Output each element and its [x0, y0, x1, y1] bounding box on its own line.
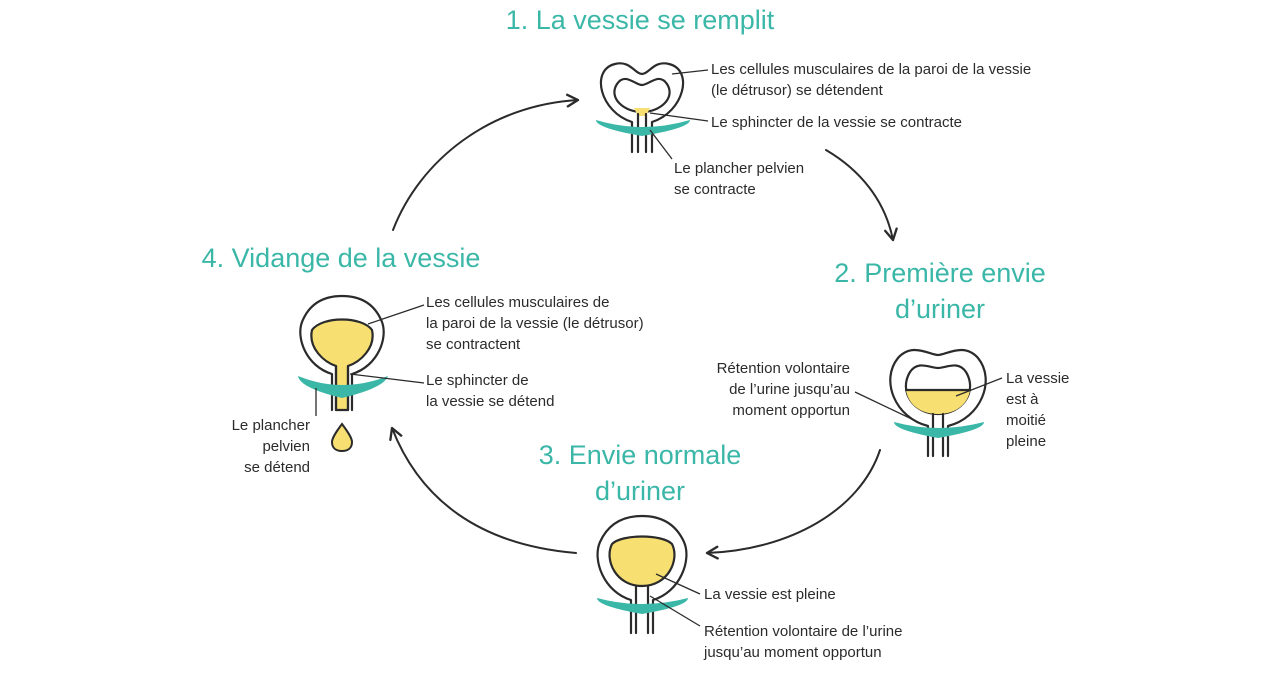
stage-4-sphincter-label: Le sphincter de la vessie se détend — [426, 370, 626, 412]
stage-2-half-full-line-4: pleine — [1006, 433, 1047, 450]
stage-3-title-line-1: 3. Envie normale — [538, 440, 742, 470]
stage-2-retention-line-2: de l’urine jusqu’au — [729, 381, 850, 398]
stage-4-title: 4. Vidange de la vessie — [201, 243, 481, 273]
stage-2-title-line-2: d’uriner — [894, 294, 986, 324]
stage-4-pelvic-floor-label: Le plancher pelvien se détend — [190, 415, 310, 478]
stage-3-retention-label: Rétention volontaire de l’urine jusqu’au… — [704, 621, 1004, 663]
stage-1-sphincter-label: Le sphincter de la vessie se contracte — [711, 114, 962, 131]
stage-4-detrusor-line-3: se contractent — [426, 336, 521, 353]
cycle-arrow-icon — [705, 449, 881, 560]
stage-1-pelvic-floor-label: Le plancher pelvien se contracte — [674, 158, 874, 200]
stage-4-sphincter-line-2: la vessie se détend — [426, 393, 555, 410]
stage-2-half-full-line-2: est à — [1006, 391, 1039, 408]
stage-3-retention-line-2: jusqu’au moment opportun — [704, 644, 882, 661]
stage-1-detrusor-line-1: Les cellules musculaires de la paroi de … — [711, 61, 1032, 78]
bladder-half-icon — [889, 348, 987, 458]
stage-1-pelvic-floor-line-1: Le plancher pelvien — [674, 160, 805, 177]
cycle-arrow-icon — [825, 149, 898, 242]
stage-2-title: 2. Première envie d’uriner — [800, 255, 1080, 327]
bladder-emptying-icon — [298, 294, 388, 412]
stage-2-retention-label: Rétention volontaire de l’urine jusqu’au… — [660, 358, 850, 421]
stage-1-detrusor-line-2: (le détrusor) se détendent — [711, 82, 883, 99]
stage-3-title: 3. Envie normale d’uriner — [500, 437, 780, 509]
stage-4-pelvic-floor-line-1: Le plancher — [231, 417, 310, 434]
stage-3-retention-line-1: Rétention volontaire de l’urine — [704, 623, 903, 640]
stage-4-sphincter-line-1: Le sphincter de — [426, 372, 529, 389]
stage-1-detrusor-label: Les cellules musculaires de la paroi de … — [711, 59, 1131, 101]
stage-2-half-full-label: La vessie est à moitié pleine — [1006, 368, 1106, 452]
stage-4-detrusor-line-1: Les cellules musculaires de — [426, 294, 610, 311]
stage-4-pelvic-floor-line-2: pelvien — [262, 438, 310, 455]
stage-3-full-label: La vessie est pleine — [704, 586, 836, 603]
stage-2-half-full-line-3: moitié — [1006, 412, 1047, 429]
bladder-full-icon — [596, 514, 688, 635]
urine-drop-icon — [330, 422, 354, 453]
cycle-arrow-icon — [392, 93, 580, 231]
stage-2-retention-line-3: moment opportun — [732, 402, 850, 419]
stage-2-retention-line-1: Rétention volontaire — [716, 360, 850, 377]
stage-4-detrusor-line-2: la paroi de la vessie (le détrusor) — [426, 315, 644, 332]
cycle-arrow-icon — [389, 426, 577, 554]
stage-4-detrusor-label: Les cellules musculaires de la paroi de … — [426, 292, 726, 355]
stage-1-title: 1. La vessie se remplit — [505, 5, 775, 35]
bladder-empty-icon — [596, 62, 690, 154]
stage-2-half-full-line-1: La vessie — [1006, 370, 1070, 387]
stage-3-title-line-2: d’uriner — [594, 476, 686, 506]
stage-2-title-line-1: 2. Première envie — [834, 258, 1046, 288]
stage-4-pelvic-floor-line-3: se détend — [244, 459, 310, 476]
stage-1-pelvic-floor-line-2: se contracte — [674, 181, 756, 198]
